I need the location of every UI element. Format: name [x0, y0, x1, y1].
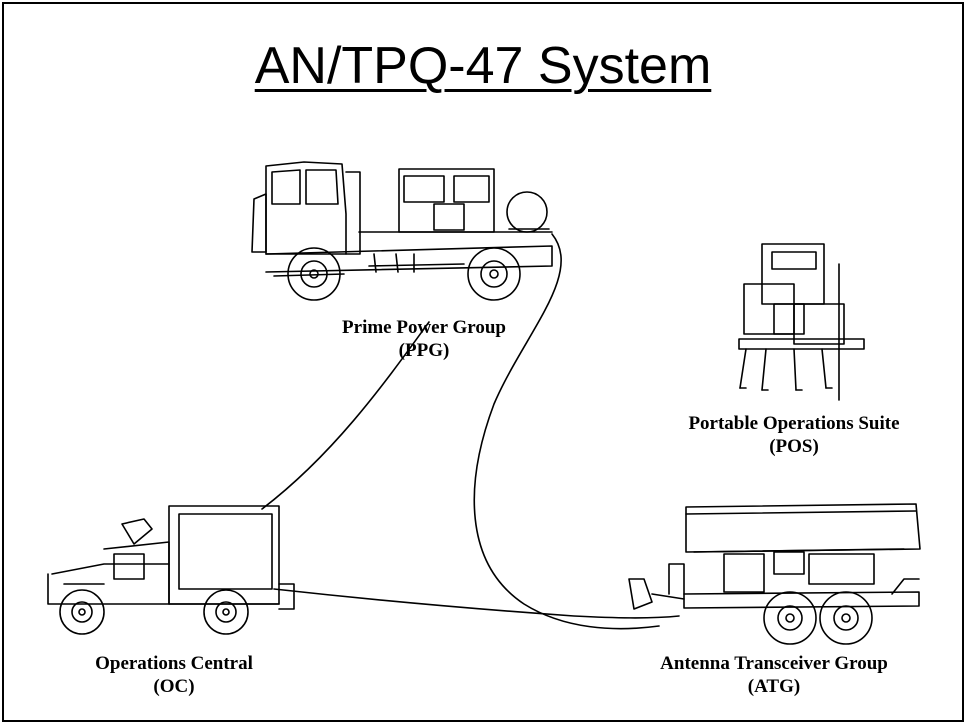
atg-name: Antenna Transceiver Group: [660, 653, 888, 674]
oc-abbr: (OC): [153, 676, 195, 697]
oc-hmmwv-icon: [47, 505, 295, 635]
system-diagram: [47, 161, 921, 645]
cable-oc-to-atg: [273, 588, 680, 619]
pos-abbr: (POS): [769, 436, 819, 457]
atg-trailer-icon: [628, 503, 921, 645]
ppg-truck-icon: [251, 161, 553, 301]
oc-label: Operations Central (OC): [44, 652, 304, 698]
pos-name: Portable Operations Suite: [688, 413, 900, 434]
cable-ppg-to-oc: [261, 321, 430, 510]
oc-name: Operations Central: [95, 653, 253, 674]
pos-label: Portable Operations Suite (POS): [644, 412, 944, 458]
ppg-name: Prime Power Group: [342, 317, 506, 338]
atg-abbr: (ATG): [747, 676, 801, 697]
ppg-label: Prime Power Group (PPG): [274, 316, 574, 362]
pos-shelter-icon: [738, 243, 865, 401]
ppg-abbr: (PPG): [398, 340, 450, 361]
page-title: AN/TPQ-47 System: [254, 37, 712, 95]
cable-ppg-to-atg: [473, 233, 660, 630]
atg-label: Antenna Transceiver Group (ATG): [624, 652, 924, 698]
